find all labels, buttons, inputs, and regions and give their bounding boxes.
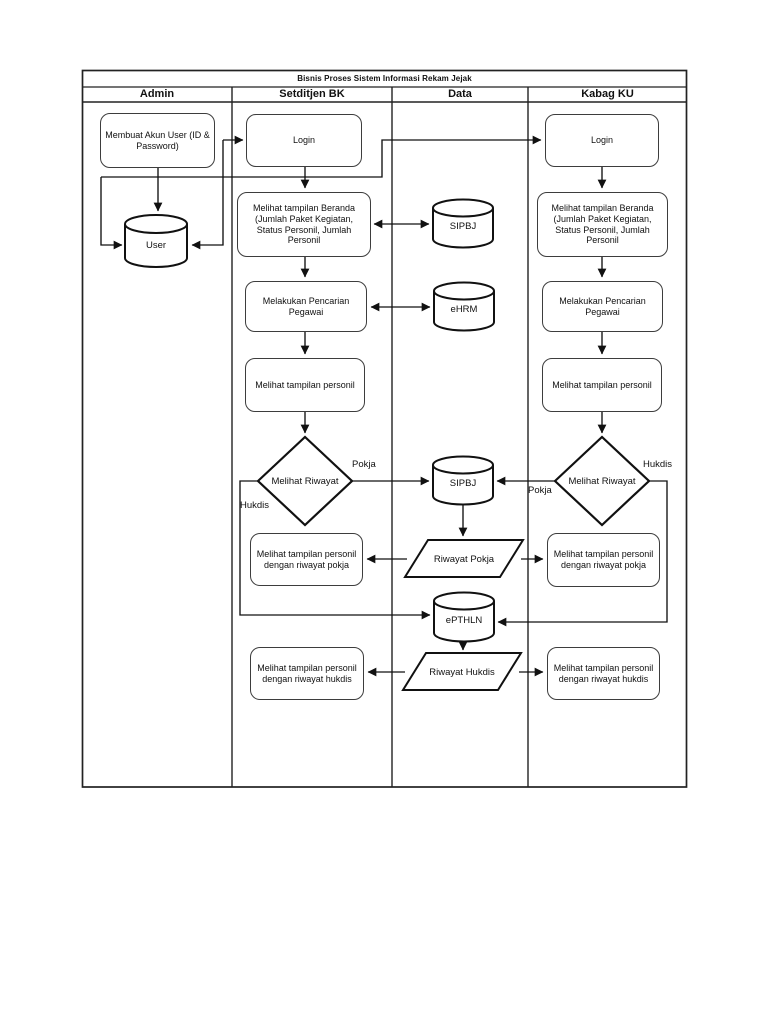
epthln-cylinder-top: [433, 591, 495, 611]
sipbj-mid-cylinder-body: [432, 465, 494, 506]
decision-shapes: [256, 435, 651, 527]
node-pencarian-setditjen: Melakukan Pencarian Pegawai: [245, 281, 367, 332]
user-cylinder-top: [124, 214, 188, 234]
riwayat-hukdis-parallelogram: [401, 652, 523, 691]
edge-user-to-login-kabag: [101, 135, 542, 178]
connector-layer: [100, 135, 668, 677]
branch-label-kabag-hukdis: Hukdis: [643, 459, 673, 470]
table-outer-border: [81, 69, 688, 788]
node-pencarian-kabag: Melakukan Pencarian Pegawai: [542, 281, 663, 332]
sipbj-top-cylinder-top: [432, 198, 494, 218]
ehrm-cylinder-body: [433, 291, 495, 332]
ehrm-cylinder-top: [433, 281, 495, 301]
node-login-setditjen: Login: [246, 114, 362, 167]
riwayat-pokja-parallelogram: [403, 539, 525, 578]
node-personil-setditjen: Melihat tampilan personil: [245, 358, 365, 412]
lane-header-admin: Admin: [139, 88, 175, 100]
node-login-kabag: Login: [545, 114, 659, 167]
node-personil-kabag: Melihat tampilan personil: [542, 358, 662, 412]
edge-riwayat-kabag-hukdis-to-epthln: [497, 480, 668, 627]
riwayat-setditjen-diamond: [256, 435, 354, 527]
riwayat-kabag-diamond: [553, 435, 651, 527]
swimlane-frame: [81, 69, 688, 788]
user-cylinder-body: [124, 224, 188, 268]
database-shapes: [124, 198, 495, 643]
node-pokja-view-setditjen: Melihat tampilan personil dengan riwayat…: [250, 533, 363, 586]
branch-label-setditjen-hukdis: Hukdis: [240, 500, 270, 511]
edge-login-setditjen-to-user: [191, 140, 224, 250]
data-shapes: [401, 539, 525, 691]
edge-riwayat-setditjen-hukdis-to-epthln: [239, 480, 431, 620]
epthln-cylinder-body: [433, 601, 495, 643]
lane-header-data: Data: [448, 88, 472, 100]
node-pokja-view-kabag: Melihat tampilan personil dengan riwayat…: [547, 533, 660, 587]
lane-header-setditjen-bk: Setditjen BK: [279, 88, 345, 100]
diagram-title: Bisnis Proses Sistem Informasi Rekam Jej…: [297, 74, 472, 83]
node-beranda-setditjen: Melihat tampilan Beranda (Jumlah Paket K…: [237, 192, 371, 257]
edge-login-kabag-to-user: [100, 177, 123, 250]
branch-label-kabag-pokja: Pokja: [528, 485, 552, 496]
node-membuat-akun: Membuat Akun User (ID & Password): [100, 113, 215, 168]
sipbj-mid-cylinder-top: [432, 455, 494, 475]
node-hukdis-view-kabag: Melihat tampilan personil dengan riwayat…: [547, 647, 660, 700]
lane-header-kabag-ku: Kabag KU: [581, 88, 634, 100]
branch-label-setditjen-pokja: Pokja: [352, 459, 376, 470]
node-beranda-kabag: Melihat tampilan Beranda (Jumlah Paket K…: [537, 192, 668, 257]
node-hukdis-view-setditjen: Melihat tampilan personil dengan riwayat…: [250, 647, 364, 700]
sipbj-top-cylinder-body: [432, 208, 494, 249]
